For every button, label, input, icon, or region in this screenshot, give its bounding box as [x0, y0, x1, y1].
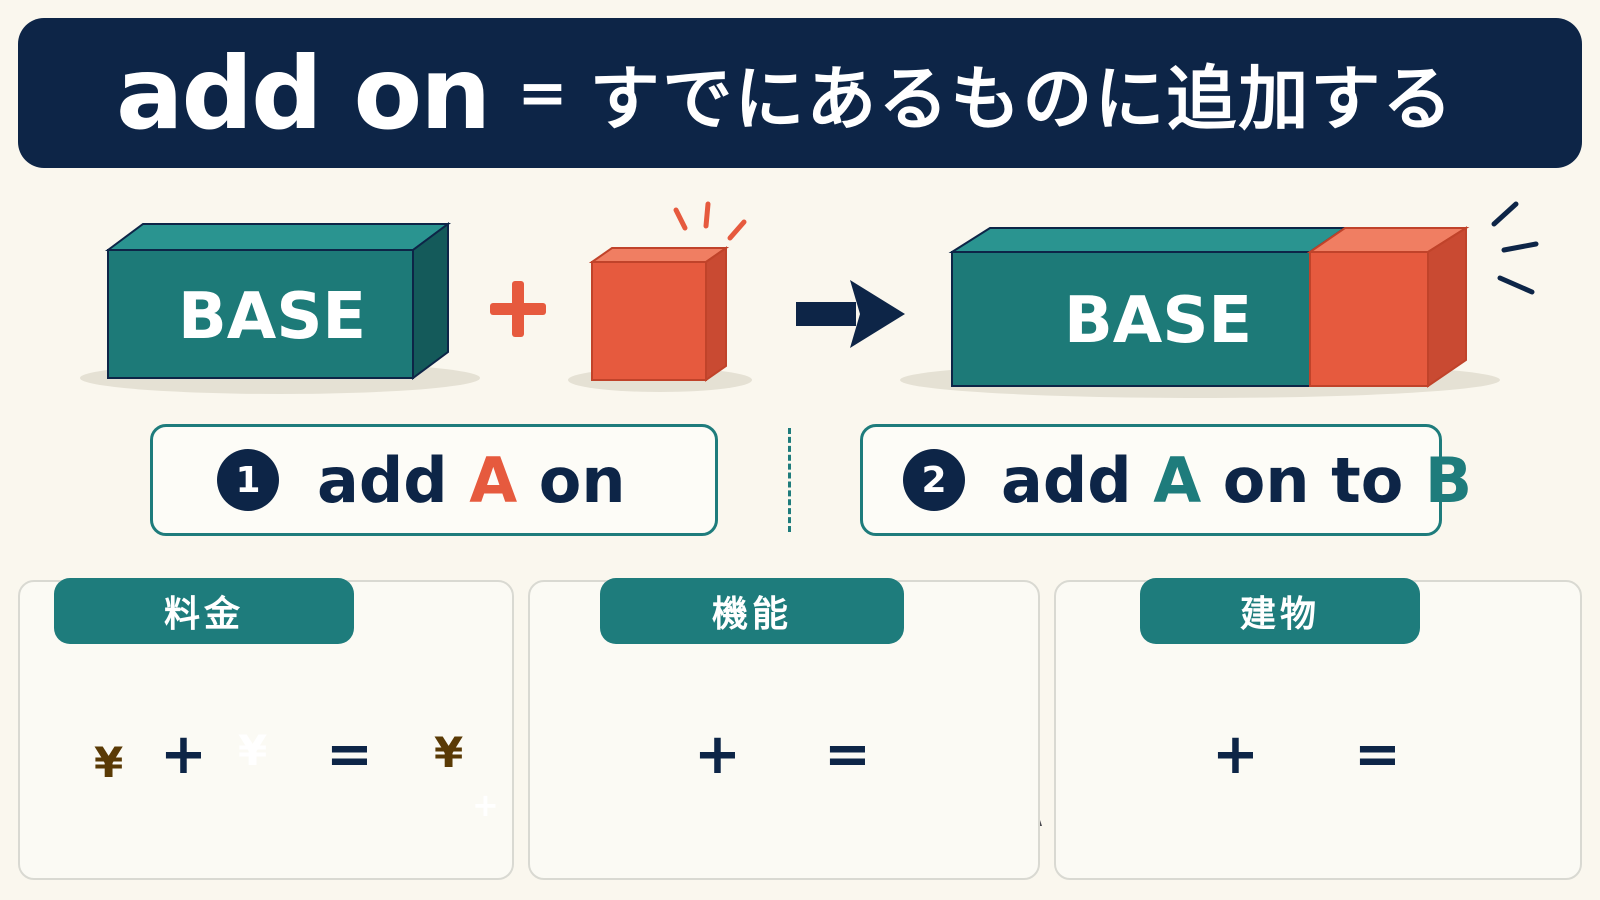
- phrase-1-post: on: [517, 443, 626, 517]
- plus-operator: +: [1212, 722, 1259, 787]
- plus-operator: +: [160, 722, 207, 787]
- tag-price: 料金: [54, 578, 354, 644]
- equals-operator: =: [1354, 722, 1401, 787]
- coin-yen-symbol: ¥: [94, 738, 124, 787]
- title-separator: =: [517, 58, 568, 128]
- dashed-divider: [788, 428, 791, 532]
- step-number-1: 1: [217, 449, 279, 511]
- spark-lines: [673, 201, 747, 241]
- phrase-2-post: on to: [1201, 443, 1425, 517]
- step-number-2: 2: [903, 449, 965, 511]
- usage-box-2: 2 add A on to B: [860, 424, 1472, 536]
- phrase-2-highlight-a: A: [1153, 443, 1202, 517]
- title-main: add on: [116, 34, 491, 152]
- phrase-2: add A on to B: [1001, 444, 1472, 517]
- phrase-1: add A on: [317, 444, 626, 517]
- phrase-2-pre: add: [1001, 443, 1154, 517]
- tag-function: 機能: [600, 578, 904, 644]
- plus-operator: +: [694, 722, 741, 787]
- spark-lines: [1491, 201, 1539, 295]
- coin-yen-symbol: ¥: [434, 728, 464, 777]
- plus-icon: [490, 281, 546, 337]
- phrase-1-highlight: A: [469, 443, 518, 517]
- combined-block: [948, 226, 1470, 388]
- equals-operator: =: [824, 722, 871, 787]
- usage-box-1: 1 add A on: [150, 424, 718, 536]
- tag-building: 建物: [1140, 578, 1420, 644]
- base-label-right: BASE: [1064, 284, 1253, 358]
- title-bar: add on = すでにあるものに追加する: [18, 18, 1582, 168]
- phrase-1-pre: add: [317, 443, 470, 517]
- base-block-left: [104, 222, 452, 380]
- equals-operator: =: [326, 722, 373, 787]
- phrase-2-highlight-b: B: [1424, 443, 1473, 517]
- plus-badge: +: [472, 786, 499, 824]
- addon-cube: [588, 246, 730, 382]
- arrow-right-icon: [796, 280, 905, 348]
- base-label-left: BASE: [178, 280, 367, 354]
- title-subtitle: すでにあるものに追加する: [589, 57, 1455, 140]
- ticket-yen-symbol: ¥: [238, 726, 268, 775]
